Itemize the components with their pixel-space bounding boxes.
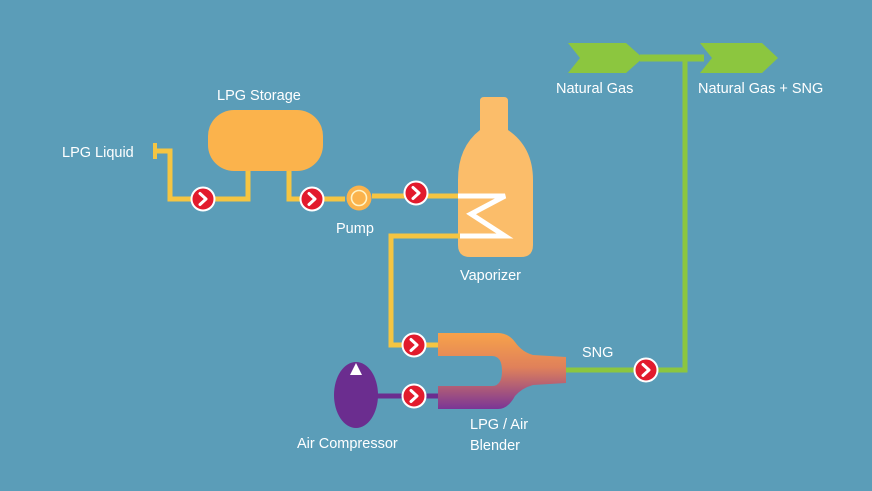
flow-marker-icon [633, 357, 659, 383]
blender-label-line1: LPG / Air [470, 417, 528, 433]
sng-output-pipe [560, 58, 688, 373]
flow-marker-icon [403, 180, 429, 206]
natural-gas-inlet-arrow-icon [568, 43, 643, 73]
lpg-liquid-label: LPG Liquid [62, 145, 134, 161]
natural-gas-sng-outlet-arrow-icon [700, 43, 778, 73]
vaporizer-vessel [458, 97, 533, 257]
flow-marker-icon [401, 332, 427, 358]
lpg-liquid-inlet-pipe [155, 148, 251, 202]
natural-gas-label: Natural Gas [556, 81, 633, 97]
pump-label: Pump [336, 221, 374, 237]
air-compressor [334, 362, 378, 428]
flow-marker-icon [299, 186, 325, 212]
vaporizer-to-blender-pipe [388, 233, 460, 348]
blender-label-line2: Blender [470, 438, 520, 454]
flow-marker-icon [401, 383, 427, 409]
flow-marker-icon [190, 186, 216, 212]
vaporizer-label: Vaporizer [460, 268, 521, 284]
air-compressor-indicator-icon [350, 363, 362, 375]
lpg-storage-tank [208, 110, 323, 171]
storage-to-pump-pipe [286, 170, 345, 202]
sng-label: SNG [582, 345, 613, 361]
pump-icon [346, 185, 372, 211]
vaporizer-heating-coil [458, 193, 514, 239]
natural-gas-sng-label: Natural Gas + SNG [698, 81, 823, 97]
lpg-air-blender [438, 333, 566, 409]
air-compressor-label: Air Compressor [297, 436, 398, 452]
lpg-storage-label: LPG Storage [217, 88, 301, 104]
